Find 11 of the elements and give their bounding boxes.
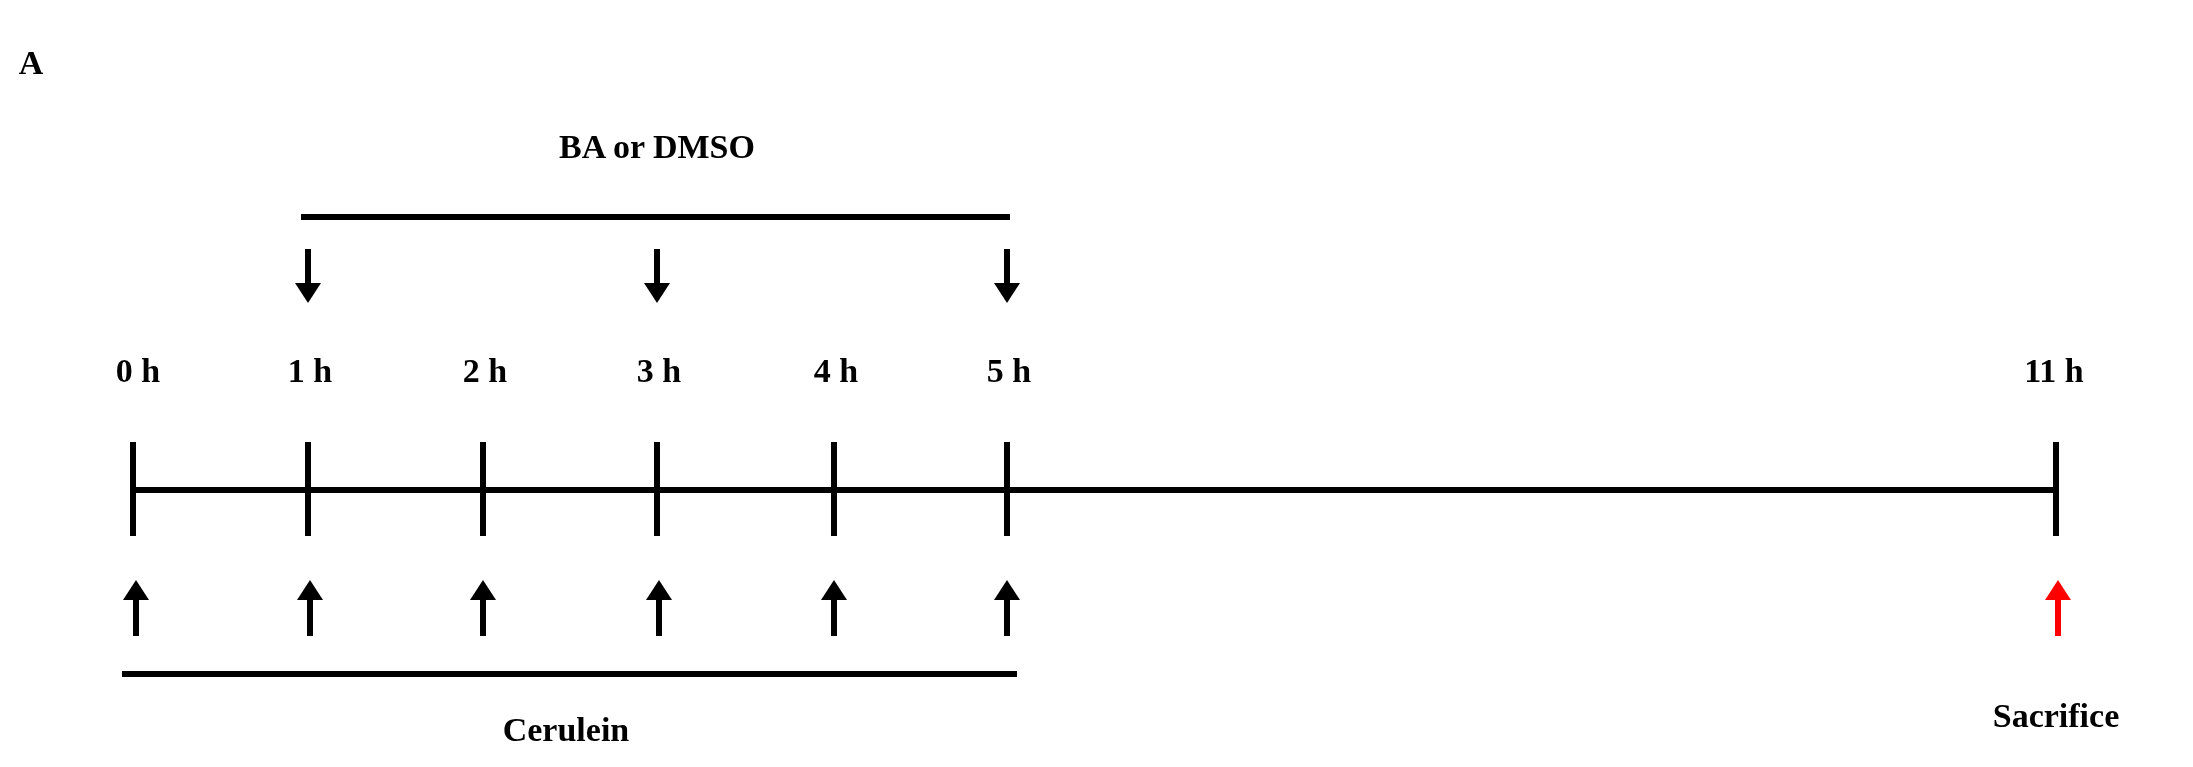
panel-letter: A	[18, 44, 44, 82]
treatment-label: BA or DMSO	[559, 128, 755, 166]
time-label: 3 h	[636, 352, 682, 390]
time-label: 0 h	[115, 352, 161, 390]
treatment-label: Cerulein	[502, 711, 630, 749]
time-label: 2 h	[462, 352, 508, 390]
event-label: Sacrifice	[1992, 697, 2120, 735]
time-label: 5 h	[986, 352, 1032, 390]
time-label: 11 h	[2024, 352, 2084, 390]
time-label: 1 h	[287, 352, 333, 390]
time-label: 4 h	[813, 352, 859, 390]
